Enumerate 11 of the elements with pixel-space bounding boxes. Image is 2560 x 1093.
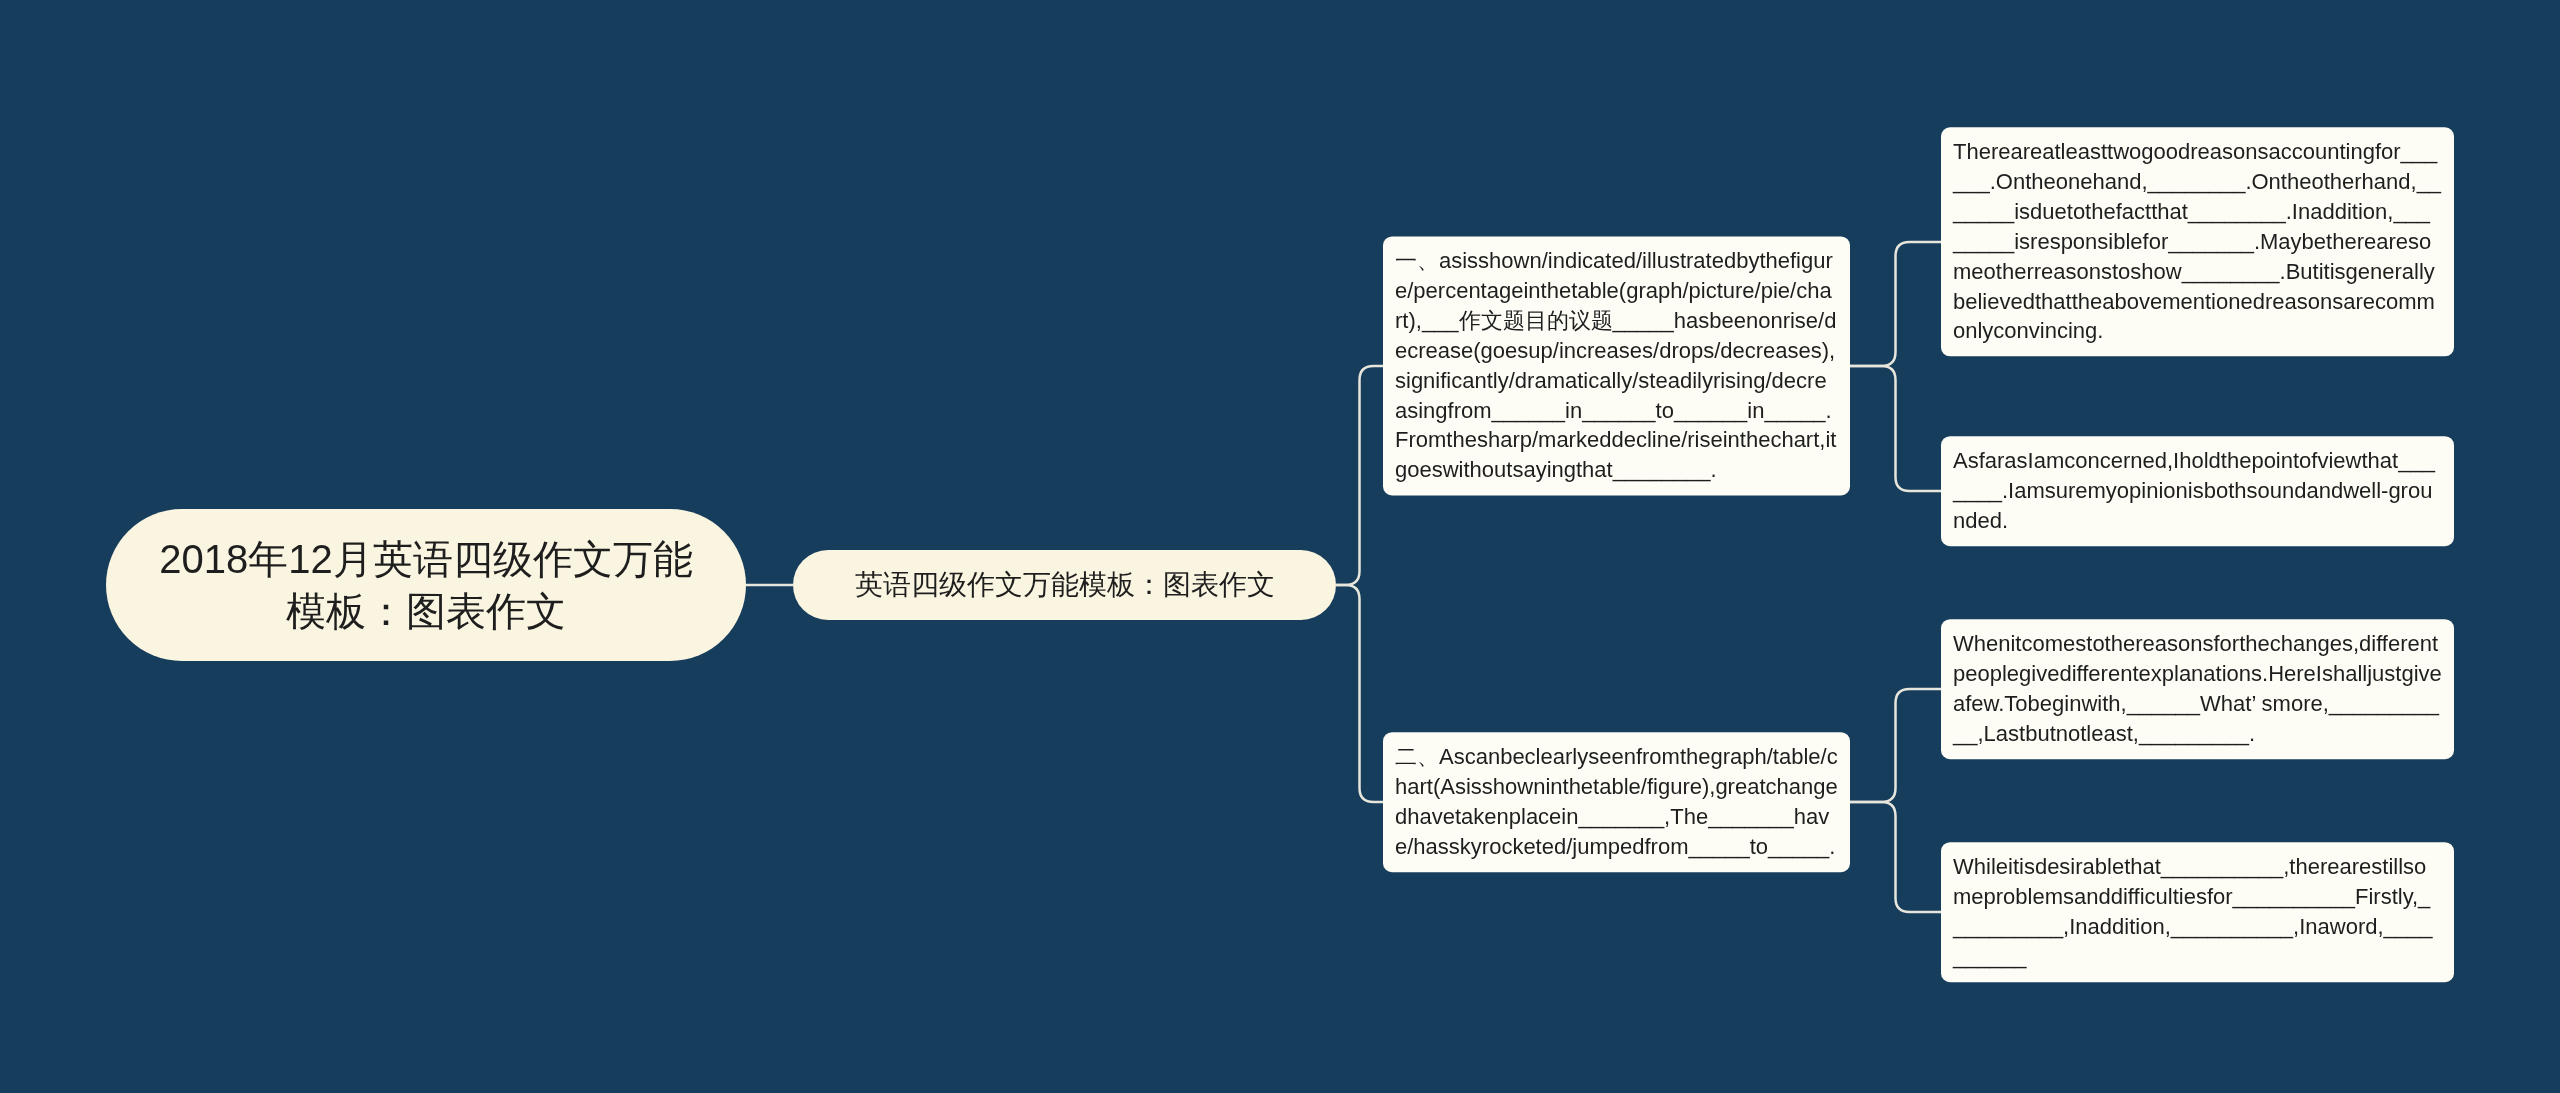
text-card: Whenitcomestothereasonsforthechanges,differentpeoplegivedifferentexplanations.HereIshalljustgiveafew.Tobeginwith,______What’ smore,___________,Lastbutnotleast,_________. <box>1941 619 2454 759</box>
connector-line <box>1850 800 1941 914</box>
text-card: Thereareatleasttwogoodreasonsaccountingfor______.Ontheonehand,________.Ontheotherhand,_______isduetothefactthat________.Inaddition,________isresponsiblefor_______.Maybetherearesomeotherreasonstoshow________.Butitisgenerallybelievedthattheabovementionedreasonsarecommonlyconvincing. <box>1941 127 2454 357</box>
connector-line <box>746 583 793 587</box>
text-card: Whileitisdesirablethat__________,therearestillsomeproblemsanddifficultiesfor__________Firstly,__________,Inaddition,__________,Inaword,__________ <box>1941 842 2454 982</box>
text-card: AsfarasIamconcerned,Iholdthepointofviewthat_______.Iamsuremyopinionisbothsoundandwell-grounded. <box>1941 436 2454 546</box>
topic-node: 英语四级作文万能模板：图表作文 <box>793 550 1336 620</box>
root-topic: 2018年12月英语四级作文万能模板：图表作文 <box>106 509 746 661</box>
text-card: 二、Ascanbeclearlyseenfromthegraph/table/chart(Asisshowninthetable/figure),greatchangedhavetakenplacein_______,The_______have/hasskyrocketed/jumpedfrom_____to_____. <box>1383 732 1850 872</box>
connector-line <box>1336 583 1383 804</box>
text-card: 一、asisshown/indicated/illustratedbythefigure/percentageinthetable(graph/picture/pie/chart),___作文题目的议题_____hasbeenonrise/decrease(goesup/increases/drops/decreases),significantly/dramatically/steadilyrising/decreasingfrom______in______to______in_____.Fromthesharp/markeddecline/riseinthechart,itgoeswithoutsayingthat________. <box>1383 236 1850 496</box>
